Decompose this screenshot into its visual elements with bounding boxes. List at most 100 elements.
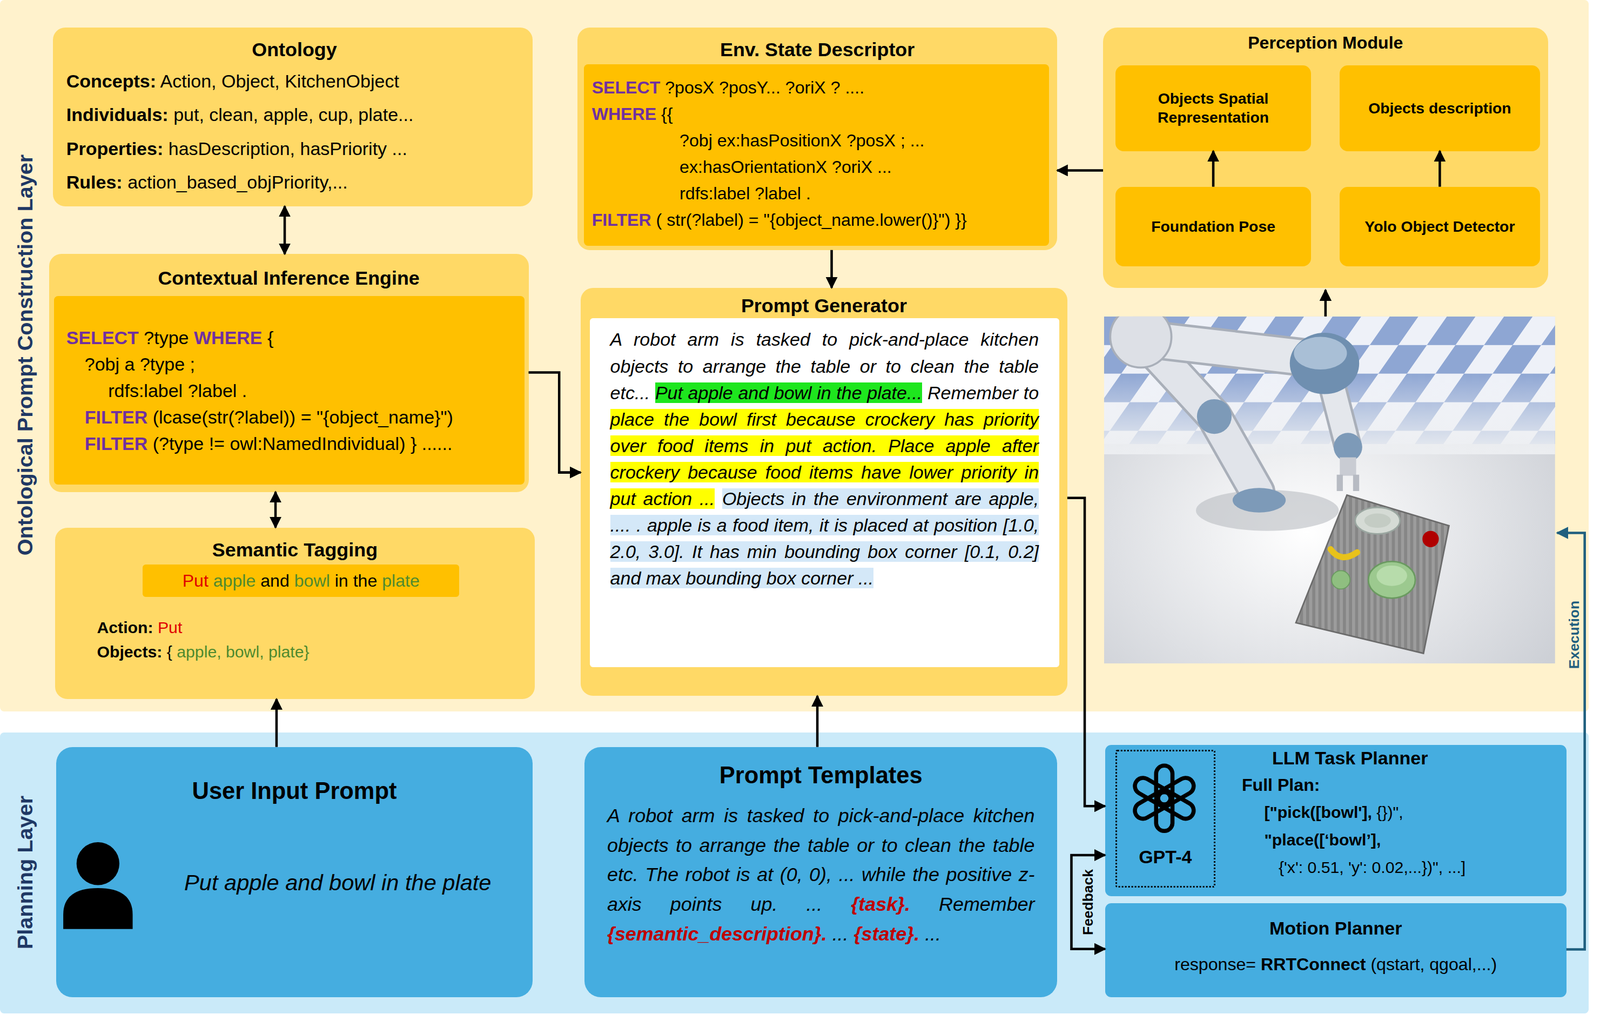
text-run: Concepts: [66, 70, 157, 92]
robot-illustration [1195, 489, 1339, 531]
node-text: Concepts: Action, Object, KitchenObject [66, 64, 523, 98]
text-run: Put [182, 570, 209, 591]
node-text: Prompt Generator [586, 293, 1061, 319]
node-text: Ontological Prompt Construction Layer [10, 154, 40, 556]
text-run: SELECT [66, 327, 139, 348]
text-run: FILTER [84, 433, 148, 454]
connector [275, 698, 279, 748]
robot-illustration [1376, 565, 1408, 587]
node-text: Env. State Descriptor [583, 35, 1052, 65]
robot-illustration [1422, 530, 1439, 548]
robot-illustration [1144, 340, 1257, 493]
text-run: "place([‘bowl’], [1264, 830, 1381, 849]
text-run: Objects: [96, 642, 163, 661]
text-run: bowl, [225, 642, 265, 661]
planner-box: GPT-4LLM Task PlannerFull Plan:["pick([b… [1105, 744, 1567, 897]
tagging-box: Put apple and bowl in the plate Semantic … [55, 527, 535, 699]
robot-illustration [1330, 379, 1347, 443]
node-text: Objects: { apple, bowl, plate} [96, 639, 529, 664]
robot-illustration [1144, 338, 1321, 360]
planner-box: Motion Plannerresponse= RRTConnect (qsta… [1105, 903, 1567, 998]
perception-step-box: Objects description [1339, 65, 1540, 152]
perception-box: Objects Spatial Representation Objects de… [1103, 27, 1549, 288]
node-text: Individuals: put, clean, apple, cup, pla… [66, 97, 523, 132]
node-text: Semantic Tagging [61, 535, 529, 565]
robot-illustration [1368, 561, 1416, 598]
node-text: Contextual Inference Engine [55, 264, 523, 293]
robot-illustration [1110, 316, 1172, 368]
layer-band: OntologyConcepts: Action, Object, Kitche… [0, 0, 1589, 712]
node-text: WHERE {{ [592, 101, 1041, 128]
node-text: Action: Put [96, 615, 529, 640]
node-text: SELECT ?type WHERE { [66, 324, 517, 352]
robot-illustration [1289, 332, 1360, 394]
connector [1071, 855, 1105, 950]
node-text: User Input Prompt [66, 774, 523, 808]
person-icon [63, 842, 133, 930]
person-icon [76, 842, 120, 885]
robot-illustration [1197, 399, 1232, 434]
text-run: Action: [96, 618, 153, 637]
node-text: response= RRTConnect (qstart, qgoal,...) [1113, 951, 1559, 978]
robot-illustration [1330, 549, 1357, 558]
model-logo [1155, 765, 1173, 805]
text-run: {semantic_description}. [607, 923, 828, 945]
text-run: apple [213, 570, 257, 591]
node-text: Planning Layer [10, 795, 40, 950]
text-run: FILTER [84, 406, 148, 428]
text-run: Ontology [251, 38, 337, 61]
model-logo [1154, 788, 1197, 822]
node-text: ?obj ex:hasPositionX ?posX ; ... [679, 127, 1041, 154]
node-text: ex:hasOrientationX ?oriX ... [679, 153, 1041, 181]
ontology-box: OntologyConcepts: Action, Object, Kitche… [52, 27, 533, 207]
query-code-box: SELECT ?type WHERE {?obj a ?type ;rdfs:l… [54, 296, 525, 485]
text-run: {state}. [854, 923, 920, 945]
node-text: Perception Module [1108, 31, 1542, 55]
node-text: Properties: hasDescription, hasPriority … [66, 131, 523, 166]
text-run: Put [157, 618, 183, 637]
feed-arrow [1324, 290, 1328, 317]
robot-illustration [1104, 372, 1556, 455]
tagged-sentence-box: Put apple and bowl in the plate [142, 564, 460, 597]
robot-illustration [1355, 507, 1401, 534]
flow-label: Execution [1566, 598, 1583, 671]
text-run: Properties: [66, 138, 164, 159]
node-text: Foundation Pose [1151, 217, 1276, 237]
robot-illustration [1330, 379, 1347, 443]
perception-step-box: Objects Spatial Representation [1115, 65, 1312, 152]
robot-illustration [1295, 495, 1449, 654]
text-run: Rules: [66, 171, 123, 193]
node-text: Remember to [927, 382, 1039, 403]
robot-illustration [1104, 316, 1556, 664]
node-text: "place([‘bowl’], [1264, 826, 1558, 855]
node-text: Put apple and bowl in the plate [182, 570, 420, 592]
layer-band: User Input PromptPut apple and bowl in t… [0, 732, 1589, 1013]
node-text: ?obj a ?type ; [84, 351, 517, 378]
descriptor-box: SELECT ?posX ?posY... ?oriX ? ....WHERE … [577, 27, 1058, 251]
text-run: WHERE [592, 104, 657, 124]
node-text: FILTER ( str(?label) = "{object_name.low… [592, 206, 1041, 234]
input-box: User Input PromptPut apple and bowl in t… [56, 747, 533, 998]
edge-label: Feedback [1080, 866, 1097, 938]
node-text: Full Plan: [1241, 771, 1559, 799]
node-text: FILTER (lcase(str(?label)) = "{object_na… [84, 404, 517, 431]
node-text: Ontology [66, 35, 523, 65]
connector [283, 206, 287, 255]
connector [528, 372, 581, 473]
template-box: Prompt TemplatesA robot arm is tasked to… [584, 747, 1058, 998]
connector [830, 250, 833, 288]
node-text: {'x': 0.51, 'y': 0.02,...})", ...] [1278, 854, 1559, 882]
node-text: Yolo Object Detector [1364, 217, 1515, 237]
node-text: Put apple and bowl in the plate... [655, 382, 923, 403]
robot-illustration [1104, 316, 1556, 664]
text-run: plate} [268, 642, 310, 661]
connector [1067, 498, 1106, 806]
node-text: Rules: action_based_objPriority,... [66, 165, 523, 199]
robot-illustration [1331, 570, 1350, 589]
robot-illustration [1293, 337, 1347, 370]
model-logo [1131, 765, 1197, 831]
node-text: Prompt Templates [607, 758, 1035, 792]
node-text: GPT-4 [1138, 845, 1192, 869]
